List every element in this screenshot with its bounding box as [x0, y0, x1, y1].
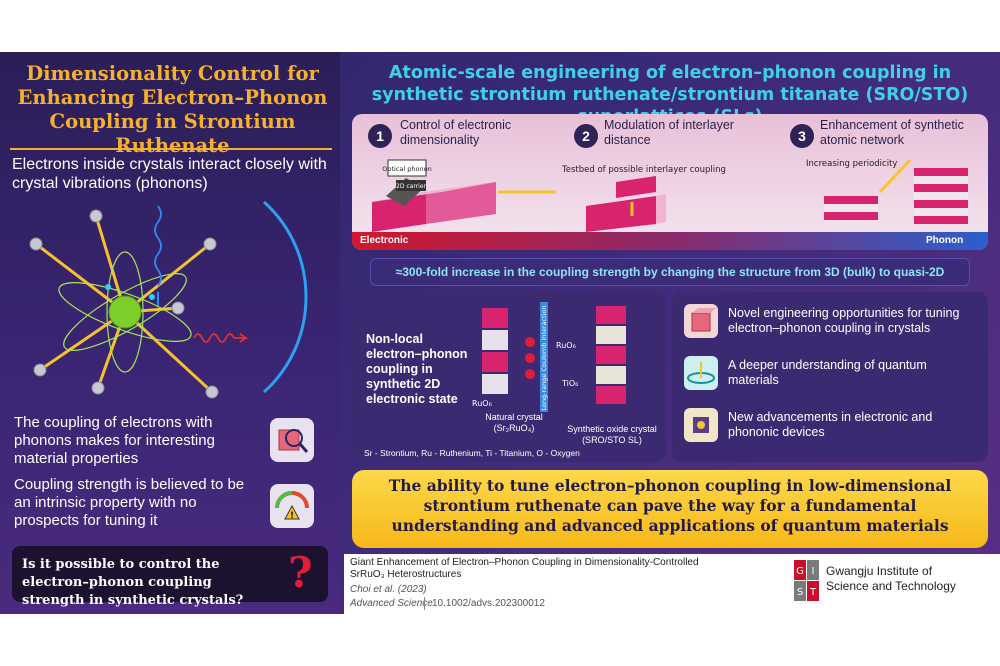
paper-title: Giant Enhancement of Electron–Phonon Cou… — [350, 557, 780, 581]
optical-phonon-note: Optical phonon — [382, 165, 431, 173]
synthetic-crystal-label-1: Synthetic oxide crystal — [567, 424, 657, 434]
gist-logo: G I S T — [794, 560, 819, 601]
question-text: Is it possible to control the electron–p… — [22, 557, 244, 608]
electron-phonon-illustration — [29, 200, 308, 399]
natural-crystal-label: Natural crystal (Sr₂RuO₄) — [474, 412, 554, 434]
tio6-label: TiO₆ — [561, 379, 578, 388]
bar-right-label: Phonon — [926, 235, 964, 246]
reference-divider — [424, 597, 425, 610]
paper-journal: Advanced Science — [350, 598, 433, 609]
point-intrinsic-property: Coupling strength is believed to be an i… — [14, 476, 245, 529]
institution-line-1: Gwangju Institute of — [826, 564, 933, 578]
superlattice-illustrations: Optical phonon 2D carrier Testbed of pos… — [372, 158, 968, 232]
natural-crystal — [482, 308, 508, 394]
paper-title-2: SrRuO₃ Heterostructures — [350, 569, 462, 580]
device-chip-icon — [684, 408, 718, 442]
logo-letter-t: T — [809, 587, 817, 598]
point-interesting-properties: The coupling of electrons with phonons m… — [14, 414, 215, 467]
synthetic-crystal — [596, 306, 626, 404]
paper-authors: Choi et al. (2023) — [350, 584, 427, 595]
ruo6-label-b: RuO₆ — [556, 341, 576, 350]
fold-increase-box — [370, 258, 970, 286]
left-title: Dimensionality Control for Enhancing Ele… — [17, 62, 328, 157]
steps-panel — [352, 114, 988, 250]
fold-increase-text: ≈300-fold increase in the coupling stren… — [395, 265, 945, 279]
gauge-warning-icon: ! — [270, 484, 314, 528]
crystal-structures: Long-range Coulomb interaction RuO₆ TiO₆… — [472, 302, 626, 412]
title-divider — [10, 148, 332, 150]
paper-doi[interactable]: 10.1002/advs.202300012 — [432, 598, 545, 609]
conclusion-box — [352, 470, 988, 548]
infographic: Dimensionality Control for Enhancing Ele… — [0, 52, 1000, 614]
step-2-label: Modulation of interlayer distance — [604, 118, 734, 147]
step-3-number: 3 — [790, 124, 814, 148]
element-legend: Sr - Strontium, Ru - Ruthenium, Ti - Tit… — [364, 448, 580, 458]
synthetic-crystal-label: Synthetic oxide crystal (SRO/STO SL) — [560, 424, 664, 446]
bar-left-label: Electronic — [360, 235, 409, 246]
question-box — [12, 546, 328, 602]
left-panel: Dimensionality Control for Enhancing Ele… — [0, 52, 340, 614]
ruo6-label-a: RuO₆ — [472, 399, 492, 408]
electronic-phonon-gradient-bar — [352, 232, 988, 250]
benefit-2: A deeper understanding of quantum materi… — [728, 358, 927, 387]
left-intro: Electrons inside crystals interact close… — [12, 156, 327, 192]
svg-text:!: ! — [290, 511, 294, 521]
step-1-number: 1 — [368, 124, 392, 148]
stack-large — [914, 168, 968, 224]
interlayer-note: Testbed of possible interlayer coupling — [561, 165, 726, 175]
logo-letter-g: G — [796, 566, 804, 577]
step-2-number: 2 — [574, 124, 598, 148]
nonlocal-text: Non-local electron–phonon coupling in sy… — [366, 332, 468, 406]
question-mark-icon: ? — [288, 548, 313, 597]
crystal-cube-icon — [684, 304, 718, 338]
benefits-panel — [672, 292, 988, 462]
2d-carrier-note: 2D carrier — [396, 183, 427, 190]
reference-strip — [344, 554, 1000, 614]
stack-small — [824, 196, 878, 220]
natural-crystal-label-2: (Sr₂RuO₄) — [493, 423, 535, 433]
step-3-label: Enhancement of synthetic atomic network — [820, 118, 964, 147]
benefit-1: Novel engineering opportunities for tuni… — [728, 306, 960, 335]
crystal-magnifier-icon — [270, 418, 314, 462]
institution-line-2: Science and Technology — [826, 579, 956, 593]
bulk-crystal — [372, 178, 496, 232]
interlayer-slab — [586, 176, 666, 232]
periodicity-note: Increasing periodicity — [806, 159, 897, 169]
benefit-3: New advancements in electronic and phono… — [728, 410, 933, 439]
long-range-label: Long-range Coulomb interaction — [540, 305, 548, 410]
paper-title-1: Giant Enhancement of Electron–Phonon Cou… — [350, 557, 699, 568]
conclusion-text: The ability to tune electron–phonon coup… — [388, 476, 952, 535]
step-1-label: Control of electronic dimensionality — [400, 118, 512, 147]
institution-name: Gwangju Institute of Science and Technol… — [826, 564, 996, 594]
quantum-ring-icon — [684, 356, 718, 390]
logo-letter-i: I — [812, 566, 815, 577]
natural-crystal-label-1: Natural crystal — [485, 412, 543, 422]
synthetic-crystal-label-2: (SRO/STO SL) — [582, 435, 642, 445]
logo-letter-s: S — [797, 587, 803, 598]
